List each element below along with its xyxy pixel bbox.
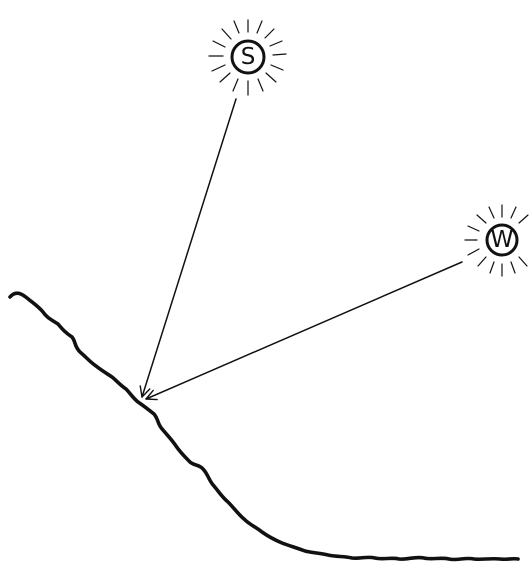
summer-sun-ray-arrow (142, 99, 236, 397)
winter-sun-ray-arrow (146, 262, 462, 399)
winter-sun-label: W (491, 227, 514, 253)
winter-sun: W (465, 205, 528, 276)
summer-sun-label: S (241, 44, 256, 70)
summer-sun: S (209, 20, 286, 95)
ground-slope-line (10, 293, 518, 559)
